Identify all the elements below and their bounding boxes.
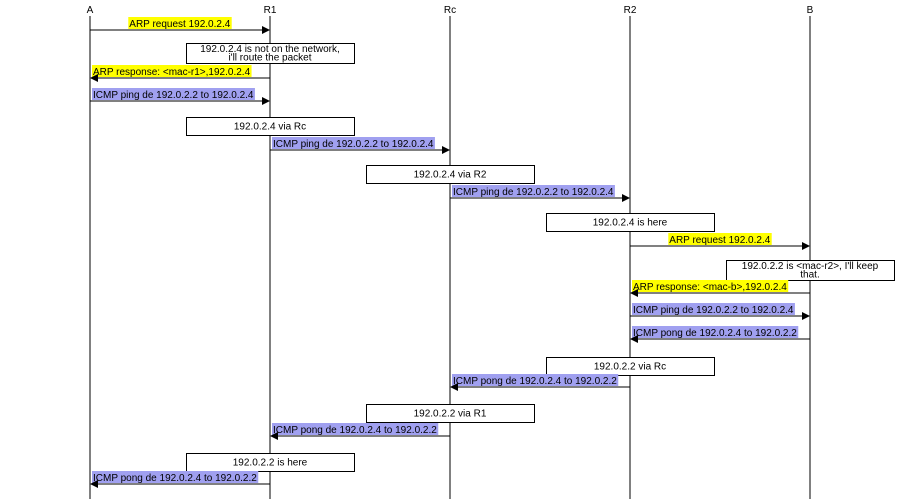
note-text: 192.0.2.4 is not on the network,	[200, 44, 340, 55]
arrow-head	[262, 97, 270, 105]
note-frame	[546, 357, 715, 376]
message-label-highlight	[92, 65, 252, 77]
message-arrow: ARP request 192.0.2.4	[90, 17, 270, 34]
message-label-highlight	[452, 374, 619, 386]
message-label: ICMP ping de 192.0.2.2 to 192.0.2.4	[633, 305, 794, 316]
note-box: 192.0.2.2 via Rc	[546, 357, 715, 376]
message-label: ICMP pong de 192.0.2.4 to 192.0.2.2	[273, 425, 437, 436]
note-box: 192.0.2.2 is here	[186, 453, 355, 472]
message-label: ICMP ping de 192.0.2.2 to 192.0.2.4	[453, 187, 614, 198]
participant-r1: R1	[264, 5, 277, 16]
message-label: ICMP ping de 192.0.2.2 to 192.0.2.4	[93, 90, 254, 101]
note-text: 192.0.2.2 via Rc	[594, 362, 666, 373]
note-box: 192.0.2.2 via R1	[366, 404, 535, 423]
lifelines	[89, 16, 811, 499]
message-label-highlight	[632, 280, 789, 292]
arrow-head	[630, 289, 638, 297]
message-label-highlight	[128, 17, 232, 29]
arrow-head	[90, 480, 98, 488]
arrow-head	[630, 335, 638, 343]
note-box: 192.0.2.4 via R2	[366, 165, 535, 184]
arrow-head	[262, 26, 270, 34]
note-frame	[726, 260, 895, 281]
note-frame	[186, 453, 355, 472]
note-frame	[546, 213, 715, 232]
note-text: that.	[800, 270, 819, 281]
note-text: i'll route the packet	[228, 53, 311, 64]
arrow-head	[450, 383, 458, 391]
message-label: ARP request 192.0.2.4	[669, 235, 770, 246]
note-text: 192.0.2.2 is here	[233, 458, 308, 469]
participant-b: B	[807, 5, 814, 16]
message-label-highlight	[668, 233, 772, 245]
note-text: 192.0.2.2 is <mac-r2>, I'll keep	[742, 261, 879, 272]
message-label: ICMP pong de 192.0.2.4 to 192.0.2.2	[93, 473, 257, 484]
participant-a: A	[87, 5, 94, 16]
note-frame	[186, 117, 355, 136]
arrow-head	[622, 194, 630, 202]
note-text: 192.0.2.4 is here	[593, 218, 668, 229]
note-frame	[186, 43, 355, 64]
arrow-head	[802, 312, 810, 320]
participant-rc: Rc	[444, 5, 456, 16]
note-text: 192.0.2.2 via R1	[414, 409, 487, 420]
message-label-highlight	[452, 185, 615, 197]
message-label-highlight	[272, 137, 435, 149]
sequence-events: ARP request 192.0.2.4 192.0.2.4 is not on…	[90, 17, 895, 488]
message-arrow: ARP response: <mac-b>,192.0.2.4	[630, 280, 810, 297]
message-arrow: ICMP ping de 192.0.2.2 to 192.0.2.4	[450, 185, 630, 202]
note-text: 192.0.2.4 via Rc	[234, 122, 306, 133]
message-arrow: ICMP pong de 192.0.2.4 to 192.0.2.2	[450, 374, 630, 391]
message-label-highlight	[92, 471, 259, 483]
message-arrow: ICMP ping de 192.0.2.2 to 192.0.2.4	[630, 303, 810, 320]
arrow-head	[802, 242, 810, 250]
note-box: 192.0.2.4 is not on the network,i'll rou…	[186, 43, 355, 64]
message-arrow: ICMP pong de 192.0.2.4 to 192.0.2.2	[90, 471, 270, 488]
participant-r2: R2	[624, 5, 637, 16]
note-text: 192.0.2.4 via R2	[414, 170, 487, 181]
message-label-highlight	[272, 423, 439, 435]
note-box: 192.0.2.4 via Rc	[186, 117, 355, 136]
message-arrow: ICMP pong de 192.0.2.4 to 192.0.2.2	[270, 423, 450, 440]
message-arrow: ICMP ping de 192.0.2.2 to 192.0.2.4	[90, 88, 270, 105]
message-arrow: ICMP ping de 192.0.2.2 to 192.0.2.4	[270, 137, 450, 154]
arrow-head	[90, 74, 98, 82]
arrow-head	[442, 146, 450, 154]
note-box: 192.0.2.4 is here	[546, 213, 715, 232]
message-label: ARP response: <mac-r1>,192.0.2.4	[93, 67, 251, 78]
message-arrow: ICMP pong de 192.0.2.4 to 192.0.2.2	[630, 326, 810, 343]
message-label: ARP request 192.0.2.4	[129, 19, 230, 30]
message-label: ICMP pong de 192.0.2.4 to 192.0.2.2	[633, 328, 797, 339]
message-arrow: ARP response: <mac-r1>,192.0.2.4	[90, 65, 270, 82]
note-frame	[366, 404, 535, 423]
message-label-highlight	[92, 88, 255, 100]
message-label: ICMP pong de 192.0.2.4 to 192.0.2.2	[453, 376, 617, 387]
message-label-highlight	[632, 303, 795, 315]
message-label: ICMP ping de 192.0.2.2 to 192.0.2.4	[273, 139, 434, 150]
message-arrow: ARP request 192.0.2.4	[630, 233, 810, 250]
message-label: ARP response: <mac-b>,192.0.2.4	[633, 282, 787, 293]
participant-headers: A R1 Rc R2 B	[87, 5, 814, 16]
arrow-head	[270, 432, 278, 440]
message-label-highlight	[632, 326, 799, 338]
note-frame	[366, 165, 535, 184]
